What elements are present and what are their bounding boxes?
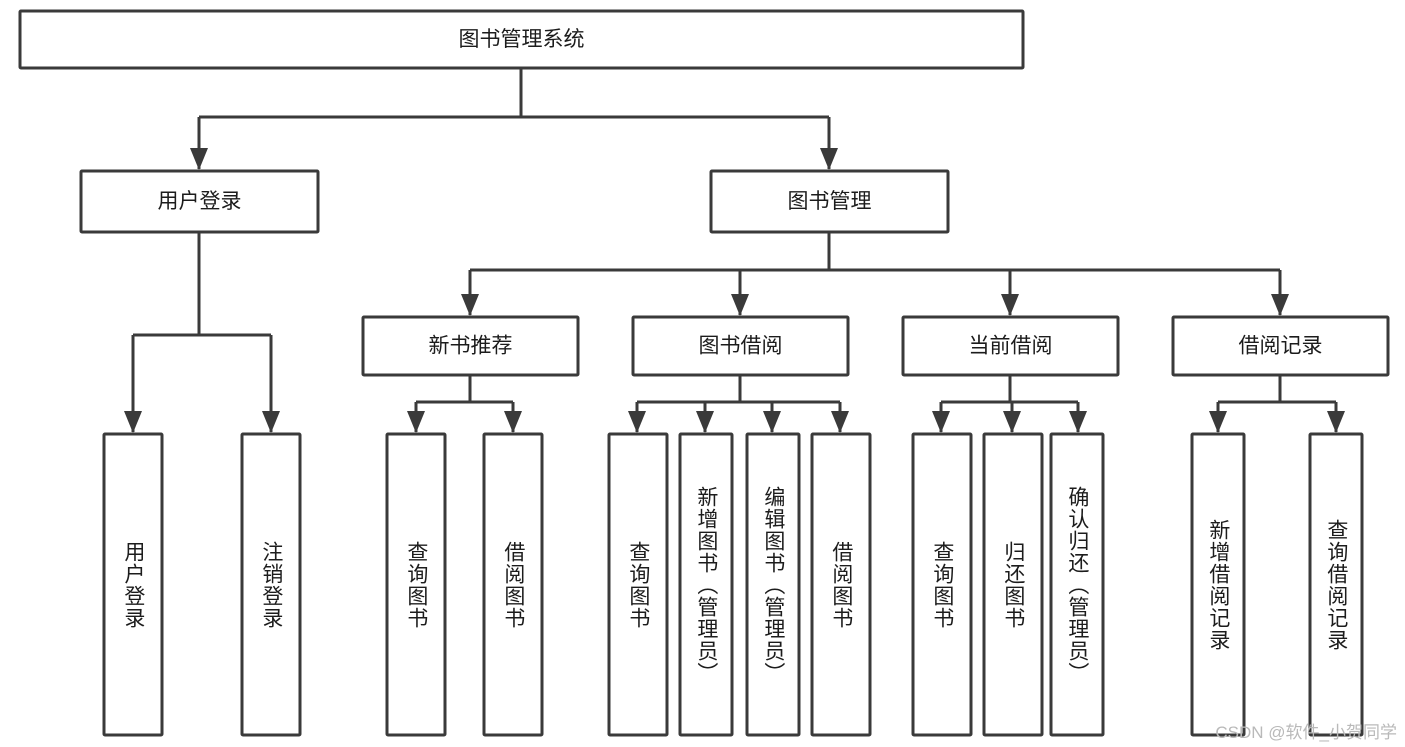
- arrow-head-icon: [1069, 411, 1087, 433]
- arrow-head-icon: [124, 411, 142, 433]
- root-node-label: 图书管理系统: [459, 28, 585, 51]
- root-node-box[interactable]: [18, 9, 1025, 70]
- arrow-head-icon: [461, 294, 479, 316]
- arrow-head-icon: [820, 148, 838, 170]
- connector-edges: [124, 68, 1345, 433]
- arrow-head-icon: [731, 294, 749, 316]
- arrow-head-icon: [932, 411, 950, 433]
- arrow-head-icon: [1003, 411, 1021, 433]
- leaf-node-box[interactable]: [810, 432, 872, 737]
- level3-node-label: 新书推荐: [429, 335, 513, 358]
- arrow-head-icon: [831, 411, 849, 433]
- arrow-head-icon: [262, 411, 280, 433]
- arrow-head-icon: [407, 411, 425, 433]
- leaf-node-box[interactable]: [482, 432, 544, 737]
- arrow-head-icon: [190, 148, 208, 170]
- arrow-head-icon: [696, 411, 714, 433]
- arrow-head-icon: [1001, 294, 1019, 316]
- level3-node-box[interactable]: [1171, 315, 1390, 377]
- leaf-node-box[interactable]: [982, 432, 1044, 737]
- leaf-node-box[interactable]: [607, 432, 669, 737]
- leaf-node-box[interactable]: [745, 432, 801, 737]
- arrow-head-icon: [628, 411, 646, 433]
- leaf-node-box[interactable]: [240, 432, 302, 737]
- leaf-node-box[interactable]: [911, 432, 973, 737]
- arrow-head-icon: [504, 411, 522, 433]
- level3-node-label: 当前借阅: [969, 335, 1053, 358]
- leaf-node-box[interactable]: [678, 432, 734, 737]
- level2-node-box[interactable]: [709, 169, 950, 234]
- arrow-head-icon: [1209, 411, 1227, 433]
- leaf-node-box[interactable]: [1049, 432, 1105, 737]
- watermark-text: CSDN @软件_小贺同学: [1215, 723, 1397, 742]
- leaf-node-box[interactable]: [1190, 432, 1246, 737]
- arrow-head-icon: [1271, 294, 1289, 316]
- leaf-node-box[interactable]: [385, 432, 447, 737]
- leaf-node-box[interactable]: [1308, 432, 1364, 737]
- level2-node-label: 图书管理: [788, 190, 872, 213]
- level3-node-box[interactable]: [901, 315, 1120, 377]
- level3-node-box[interactable]: [361, 315, 580, 377]
- level3-node-label: 借阅记录: [1239, 335, 1323, 358]
- leaf-node-box[interactable]: [102, 432, 164, 737]
- level3-node-label: 图书借阅: [699, 335, 783, 358]
- level2-node-label: 用户登录: [158, 190, 242, 213]
- level2-node-box[interactable]: [79, 169, 320, 234]
- arrow-head-icon: [763, 411, 781, 433]
- arrow-head-icon: [1327, 411, 1345, 433]
- node-boxes: [18, 9, 1390, 737]
- level3-node-box[interactable]: [631, 315, 850, 377]
